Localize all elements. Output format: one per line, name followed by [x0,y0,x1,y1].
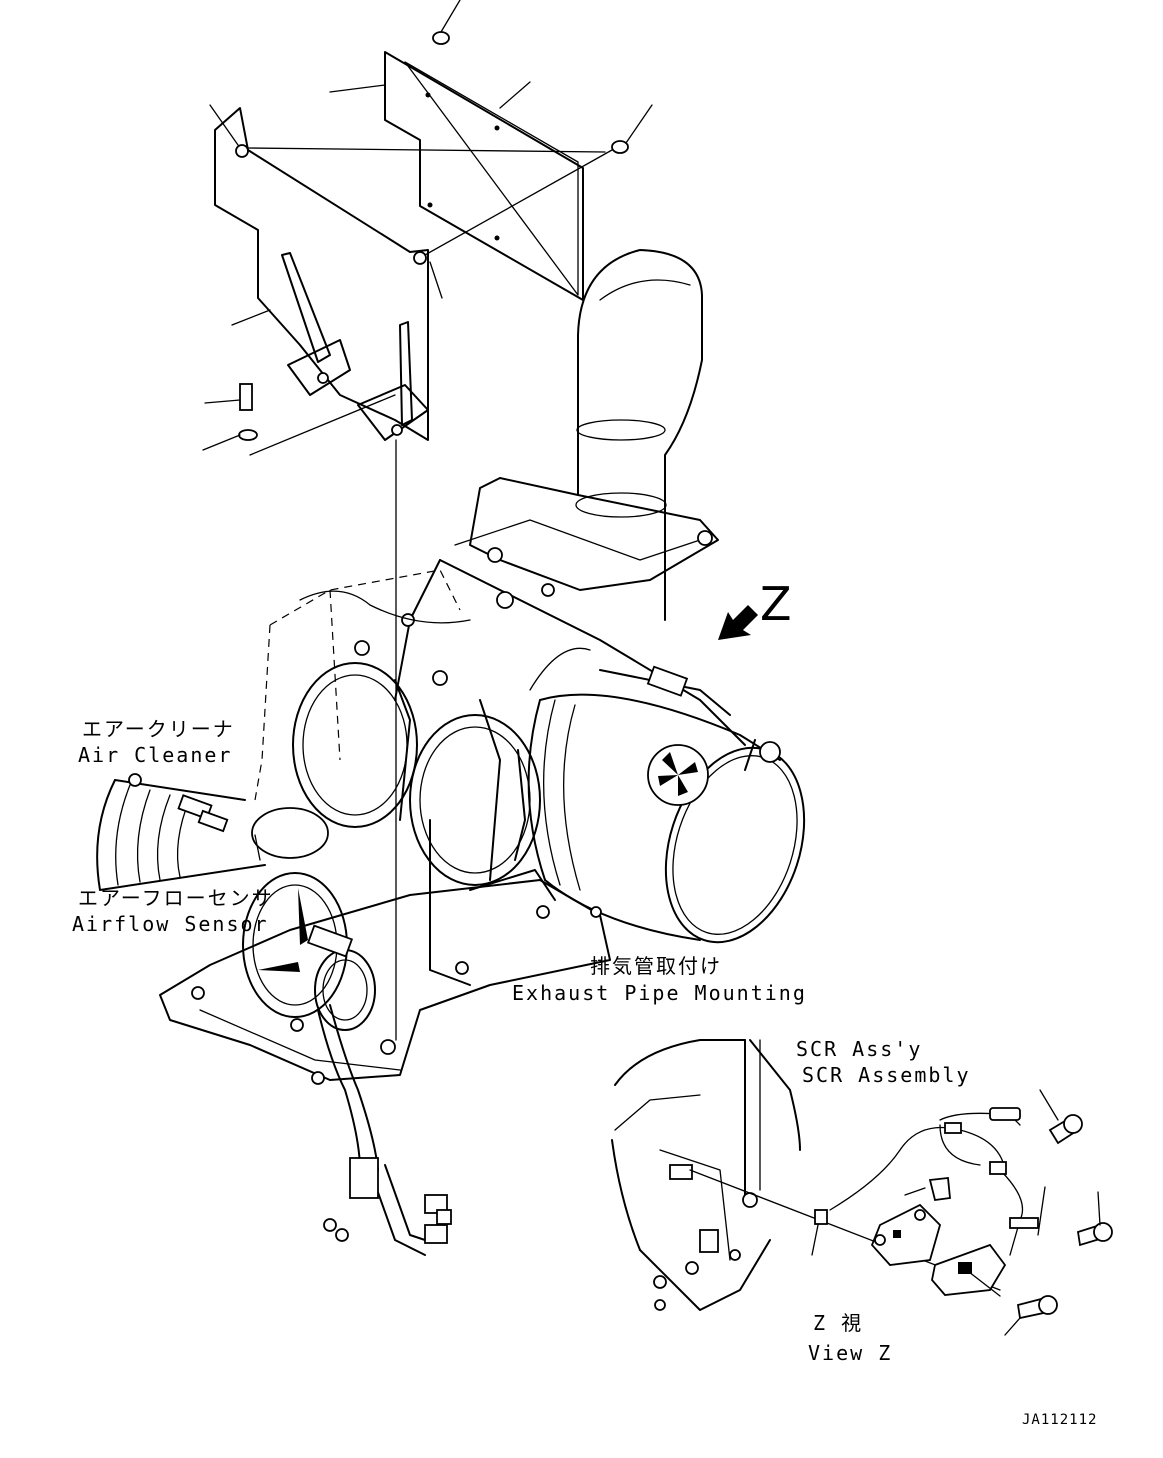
engine-scr-body [96,477,806,1256]
heat-shield-cover [202,0,653,1041]
scr-assy-label: SCR Ass'y [796,1037,922,1061]
air-cleaner-label: Air Cleaner [78,743,232,767]
view-z-arrow: Z [718,577,792,640]
exhaust-mounting-label-jp: 排気管取付け [590,954,722,978]
view-z-inset [611,1039,1113,1336]
exhaust-stack [575,249,703,621]
view-z-marker: Z [760,577,792,631]
scr-assembly-label: SCR Assembly [802,1063,971,1087]
view-z-label: View Z [808,1341,892,1365]
air-cleaner-label-jp: エアークリーナ [82,717,235,741]
airflow-sensor-label-jp: エアーフローセンサ [78,886,274,910]
exhaust-mounting-label: Exhaust Pipe Mounting [512,981,807,1005]
airflow-sensor-label: Airflow Sensor [72,912,269,936]
drawing-code: JA112112 [1022,1412,1097,1428]
view-z-label-jp: Z 視 [813,1311,863,1335]
